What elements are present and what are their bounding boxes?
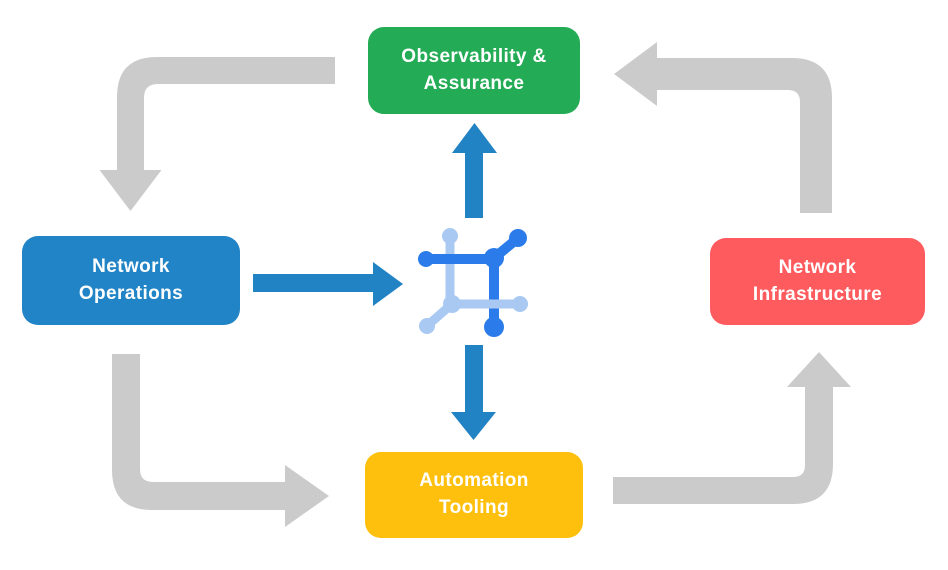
arrow-bottom-to-right xyxy=(613,352,851,504)
network-mesh-icon xyxy=(418,228,528,337)
node-observability-assurance: Observability & Assurance xyxy=(368,27,580,114)
node-label: Automation Tooling xyxy=(419,470,529,518)
icon-light-corner-node xyxy=(443,295,461,313)
arrow-left-to-bottom xyxy=(112,354,329,527)
node-label: Observability & Assurance xyxy=(401,45,547,94)
icon-dark-bottom-node xyxy=(484,317,504,337)
icon-light-right-node xyxy=(512,296,528,312)
node-network-infrastructure: Network Infrastructure xyxy=(710,238,925,325)
node-network-operations: Network Operations xyxy=(22,236,240,325)
arrow-left-to-center xyxy=(253,262,403,306)
icon-dark-topright-node xyxy=(509,229,527,247)
icon-light-top-node xyxy=(442,228,458,244)
arrow-center-to-bottom xyxy=(451,345,496,440)
icon-dark-left-node xyxy=(418,251,434,267)
node-label: Network Operations xyxy=(78,255,184,304)
node-label: Network Infrastructure xyxy=(752,256,883,305)
arrow-top-to-left xyxy=(99,57,335,211)
icon-dark-corner-node xyxy=(484,248,504,268)
arrow-center-to-top xyxy=(452,123,497,218)
icon-light-bottomleft-node xyxy=(419,318,435,334)
node-automation-tooling: Automation Tooling xyxy=(365,452,583,538)
arrow-right-to-top xyxy=(614,42,832,213)
